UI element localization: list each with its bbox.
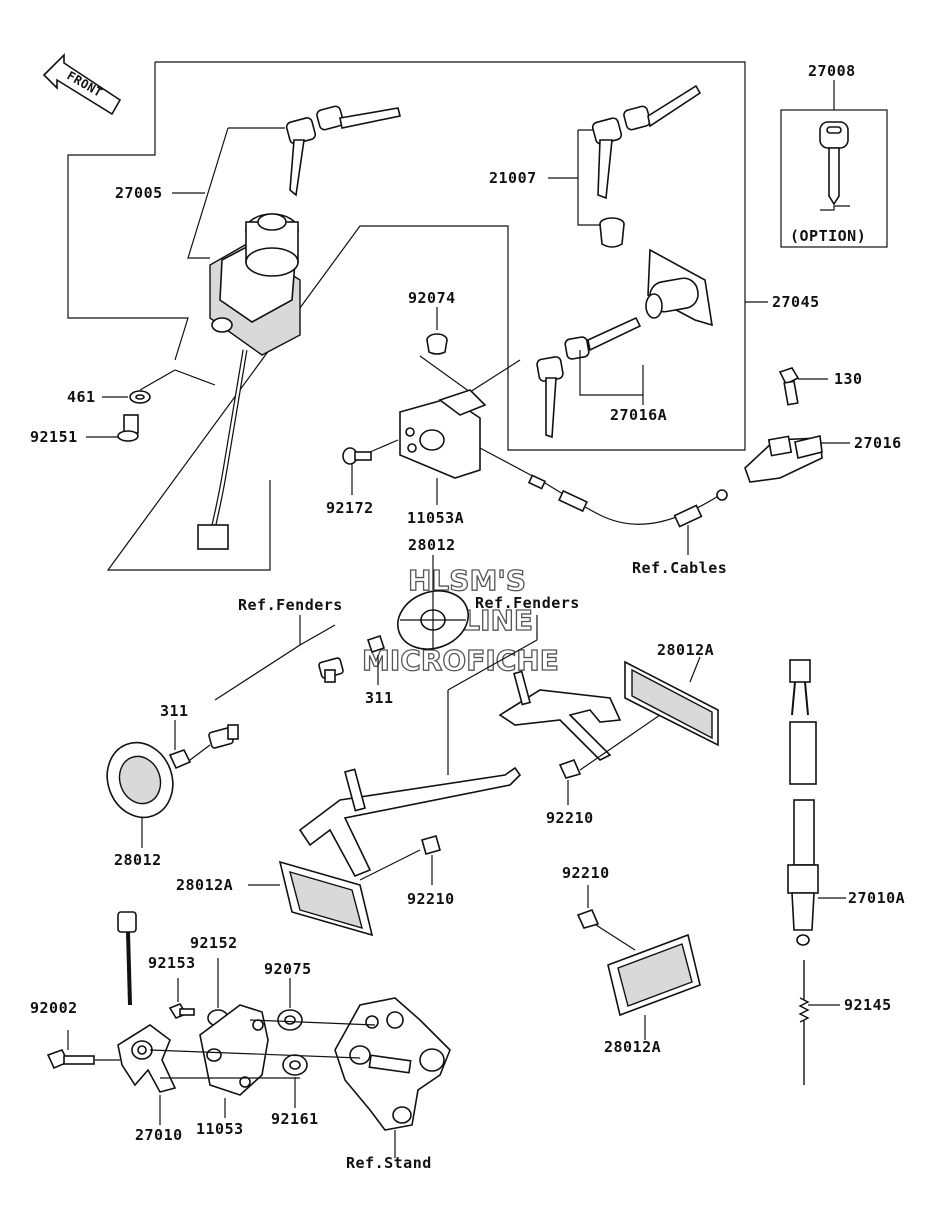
latch-27016-icon bbox=[744, 435, 823, 483]
label-92002: 92002 bbox=[30, 999, 78, 1017]
label-92152: 92152 bbox=[190, 934, 238, 952]
key-pair-27005-icon bbox=[285, 105, 401, 197]
label-130: 130 bbox=[834, 370, 863, 388]
label-28012-bottom: 28012 bbox=[114, 851, 162, 869]
front-arrow-icon: FRONT bbox=[42, 53, 122, 116]
label-28012-top: 28012 bbox=[408, 536, 456, 554]
label-27045: 27045 bbox=[772, 293, 820, 311]
grommet-92074-icon bbox=[426, 333, 448, 355]
label-92210-lower: 92210 bbox=[407, 890, 455, 908]
key-blank-icon bbox=[819, 121, 850, 211]
label-27016: 27016 bbox=[854, 434, 902, 452]
cap-21007-icon bbox=[599, 217, 625, 248]
label-92153: 92153 bbox=[148, 954, 196, 972]
label-461: 461 bbox=[67, 388, 96, 406]
label-92075: 92075 bbox=[264, 960, 312, 978]
ignition-switch-icon bbox=[197, 213, 301, 550]
label-92145: 92145 bbox=[844, 996, 892, 1014]
label-ref-cables: Ref.Cables bbox=[632, 559, 727, 577]
label-ref-fenders-left: Ref.Fenders bbox=[238, 596, 343, 614]
label-28012A-right: 28012A bbox=[657, 641, 714, 659]
label-11053A: 11053A bbox=[407, 509, 464, 527]
bracket-right-icon bbox=[498, 670, 622, 761]
label-28012A-left: 28012A bbox=[176, 876, 233, 894]
label-92074: 92074 bbox=[408, 289, 456, 307]
collar-92161-icon bbox=[282, 1054, 308, 1076]
label-92210-mid: 92210 bbox=[546, 809, 594, 827]
switch-27010A-icon bbox=[787, 659, 819, 946]
label-28012A-bottom: 28012A bbox=[604, 1038, 661, 1056]
nut-311-upper-icon bbox=[366, 634, 386, 654]
label-311-upper: 311 bbox=[365, 689, 394, 707]
collar-92075-icon bbox=[277, 1009, 303, 1031]
label-27005: 27005 bbox=[115, 184, 163, 202]
bracket-11053A-icon bbox=[399, 389, 487, 479]
stand-bracket-icon bbox=[334, 997, 451, 1131]
seat-lock-cylinder-icon bbox=[645, 248, 713, 327]
nut-92210-lower-icon bbox=[421, 835, 441, 855]
spacer-left-upper-icon bbox=[318, 657, 344, 683]
nut-311-left-icon bbox=[168, 749, 192, 770]
label-27010A: 27010A bbox=[848, 889, 905, 907]
reflector-28012-top-icon bbox=[397, 590, 469, 650]
label-27010: 27010 bbox=[135, 1126, 183, 1144]
spring-92145-icon bbox=[798, 960, 810, 1085]
group-27045-frame bbox=[106, 61, 746, 571]
reflector-28012A-right-icon bbox=[624, 660, 719, 747]
cable-end-icon bbox=[527, 474, 728, 528]
switch-27010-icon bbox=[117, 911, 177, 1093]
key-pair-21007-icon bbox=[591, 84, 702, 200]
label-11053: 11053 bbox=[196, 1120, 244, 1138]
watermark-line-1: HLSM'S bbox=[408, 564, 526, 597]
label-311-left: 311 bbox=[160, 702, 189, 720]
label-27016A: 27016A bbox=[610, 406, 667, 424]
watermark-line-3: MICROFICHE bbox=[362, 644, 559, 677]
nut-92210-mid-icon bbox=[558, 758, 582, 779]
label-ref-stand: Ref.Stand bbox=[346, 1154, 432, 1172]
label-21007: 21007 bbox=[489, 169, 537, 187]
spacer-left-lower-icon bbox=[208, 724, 239, 749]
reflector-28012A-bottom-icon bbox=[607, 933, 701, 1017]
bolt-92002-icon bbox=[46, 1049, 95, 1070]
screw-92172-icon bbox=[342, 447, 372, 465]
label-ref-fenders-right: Ref.Fenders bbox=[475, 594, 580, 612]
key-pair-27016A-icon bbox=[536, 316, 642, 439]
label-92151: 92151 bbox=[30, 428, 78, 446]
screw-92153-icon bbox=[168, 1003, 195, 1019]
washer-461-icon bbox=[129, 390, 151, 404]
bracket-long-icon bbox=[298, 766, 522, 878]
screw-92151-icon bbox=[117, 414, 139, 442]
label-92210-right: 92210 bbox=[562, 864, 610, 882]
label-27008: 27008 bbox=[808, 62, 856, 80]
label-92172: 92172 bbox=[326, 499, 374, 517]
label-92161: 92161 bbox=[271, 1110, 319, 1128]
reflector-28012-bottom-icon bbox=[106, 741, 174, 819]
group-27005-frame bbox=[67, 62, 189, 361]
nut-92210-right-icon bbox=[576, 908, 600, 929]
reflector-28012A-left-icon bbox=[278, 860, 374, 937]
bolt-130-icon bbox=[778, 367, 800, 406]
label-option: (OPTION) bbox=[790, 227, 866, 245]
